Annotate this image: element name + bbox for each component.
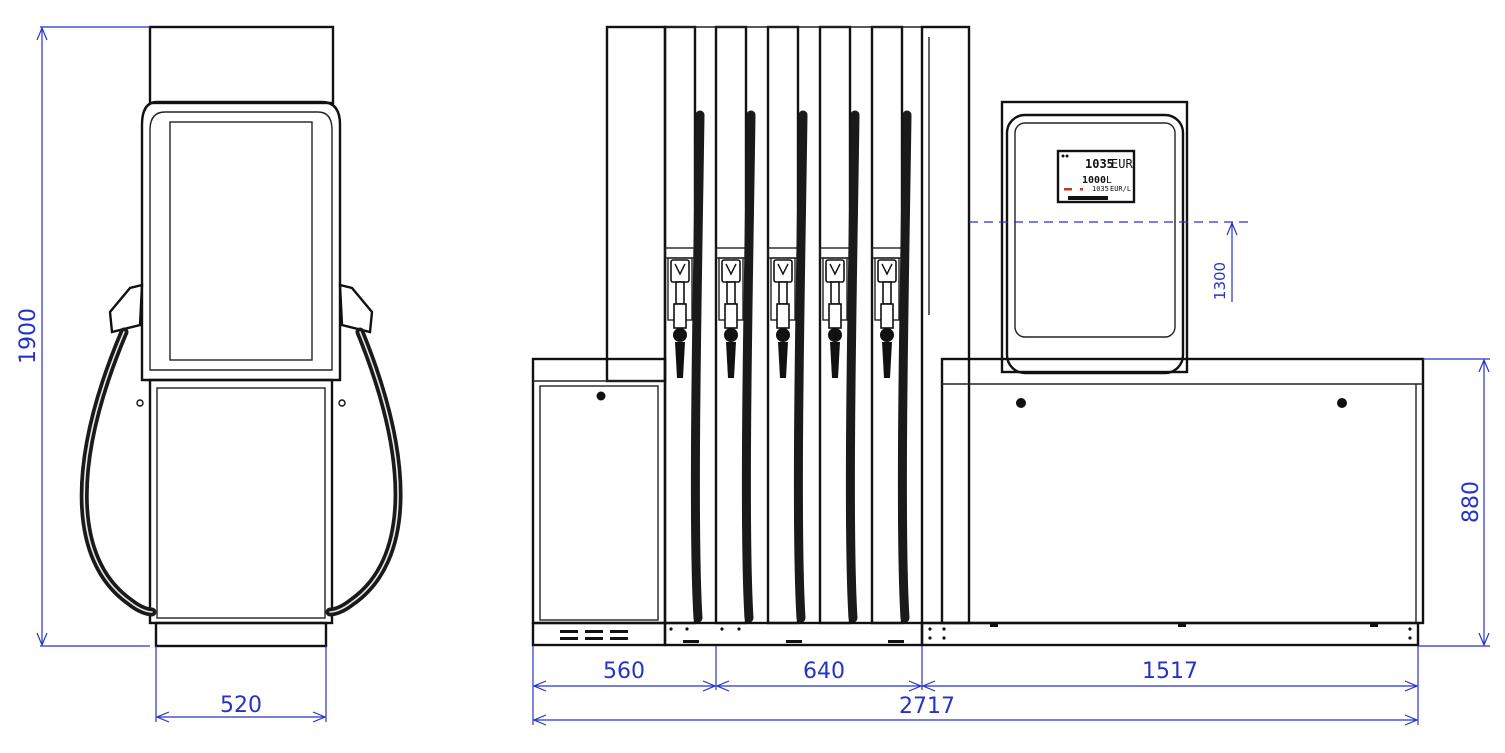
dim-section-1: 560 <box>603 659 645 684</box>
display-price: 1035 <box>1092 185 1109 193</box>
hose-unit-4 <box>818 25 860 625</box>
front-view: 1035 EUR 1000 L 1035 EUR/L <box>531 25 1425 647</box>
display-price-unit: EUR/L <box>1110 185 1131 193</box>
hose-unit-2 <box>714 25 756 625</box>
dim-cabinet-height: 880 <box>1459 481 1484 523</box>
display-volume: 1000 <box>1082 175 1106 186</box>
dimensions: 1900 520 560 640 1517 2717 <box>16 26 1490 726</box>
dim-total-width: 2717 <box>899 694 955 719</box>
hose-unit-1 <box>663 25 705 625</box>
display-amount: 1035 <box>1085 157 1114 171</box>
display-volume-unit: L <box>1106 175 1112 186</box>
dim-section-3: 1517 <box>1142 659 1198 684</box>
display-head: 1035 EUR 1000 L 1035 EUR/L <box>1000 100 1189 375</box>
dim-display-height: 1300 <box>1211 262 1229 300</box>
display-amount-unit: EUR <box>1111 157 1133 171</box>
hose-unit-5 <box>870 25 912 625</box>
dim-depth: 520 <box>220 693 262 718</box>
dim-height-total: 1900 <box>16 308 41 364</box>
vent-grille <box>560 630 628 640</box>
hose-unit-3 <box>766 25 808 625</box>
dim-section-2: 640 <box>803 659 845 684</box>
side-view <box>79 25 403 648</box>
